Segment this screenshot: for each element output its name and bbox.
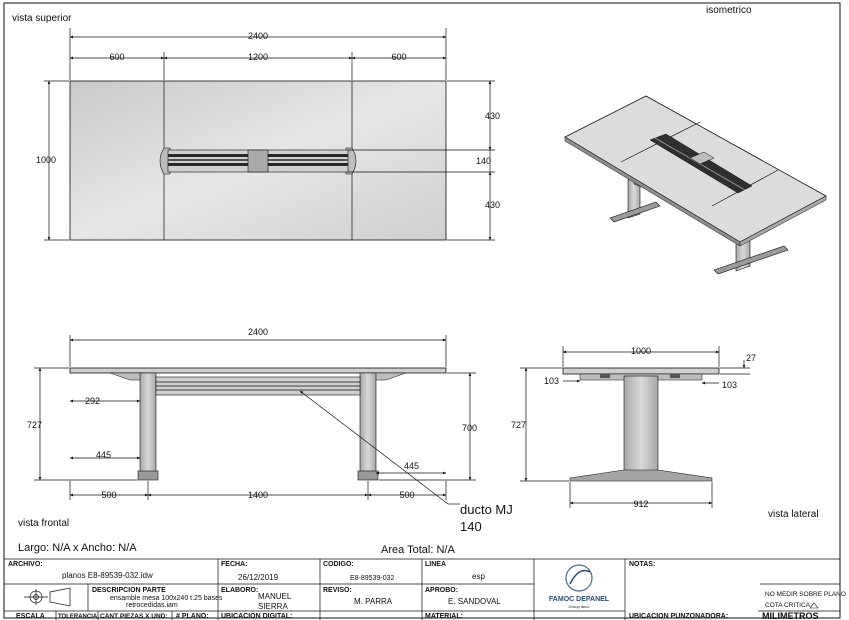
tb-ubic-digital-label: UBICACION DIGITAL:: [221, 613, 292, 620]
side-dim-height: 727: [511, 420, 526, 430]
tb-reviso-label: REVISO:: [323, 587, 352, 594]
duct-callout-line1: ducto MJ: [460, 502, 513, 517]
top-dim-left: 600: [109, 52, 124, 62]
top-dim-center: 1200: [248, 52, 268, 62]
projection-symbol-icon: [24, 587, 71, 607]
tb-escala-label: ESCALA: [16, 613, 45, 620]
logo-sub: Group deco: [569, 604, 591, 609]
tb-elaboro-line2: SIERRA: [258, 602, 288, 611]
side-view-tabletop: [562, 367, 720, 375]
side-dim-width: 1000: [631, 346, 651, 356]
size-info: Largo: N/A x Ancho: N/A: [18, 542, 137, 554]
tb-linea-label: LINEA: [425, 561, 446, 568]
tb-material-label: MATERIAL:: [425, 613, 463, 620]
tb-aprobo-label: APROBO:: [425, 587, 458, 594]
tb-cota-critica: COTA CRITICA: [765, 602, 811, 609]
tb-fecha: 26/12/2019: [238, 573, 279, 582]
tb-archivo-label: ARCHIVO:: [8, 561, 43, 568]
tb-aprobo: E. SANDOVAL: [448, 597, 501, 606]
front-dim-height: 727: [27, 420, 42, 430]
duct-callout-line2: 140: [460, 519, 482, 534]
tb-elaboro-line1: MANUEL: [258, 592, 292, 601]
area-info: Area Total: N/A: [381, 544, 455, 556]
view-label-side: vista lateral: [768, 509, 819, 520]
isometric-view: [564, 95, 827, 275]
top-dim-total: 2400: [248, 31, 268, 41]
tb-tolerancia-label: TOLERANCIA: [58, 614, 98, 620]
tb-plano-label: # PLANO:: [176, 613, 209, 620]
front-dim-total: 2400: [248, 327, 268, 337]
title-block: ARCHIVO: planos E8-89539-032.idw FECHA: …: [4, 558, 846, 620]
logo-text: FAMOC DEPANEL: [549, 596, 610, 603]
front-dim-445-left: 445: [96, 450, 111, 460]
tb-codigo-label: CODIGO:: [323, 561, 354, 568]
front-dim-292: 292: [85, 396, 100, 406]
view-label-top: vista superior: [12, 13, 72, 24]
front-view: 2400 292 727 445 445 700 500 1400 500 du…: [27, 327, 513, 534]
top-dim-right: 600: [391, 52, 406, 62]
famoc-logo-icon: FAMOC DEPANEL Group deco: [549, 564, 610, 609]
side-dim-base: 912: [633, 499, 648, 509]
front-dim-700: 700: [462, 423, 477, 433]
top-dim-height: 1000: [36, 155, 56, 165]
top-view: 2400 600 1200 600 1000 430 140 430: [36, 28, 500, 241]
tb-cant-label: CANT PIEZAS X UND:: [100, 613, 168, 620]
tb-notas-label: NOTAS:: [629, 561, 655, 568]
view-label-iso: isometrico: [706, 5, 752, 16]
tb-desc-label: DESCRIPCION PARTE: [92, 587, 166, 594]
top-view-tabletop: [69, 80, 447, 241]
front-dim-500-right: 500: [399, 490, 414, 500]
top-dim-lower: 430: [485, 200, 500, 210]
tb-desc-line2: retrocedidas.iam: [126, 602, 178, 609]
tb-fecha-label: FECHA:: [221, 561, 247, 568]
side-view-column: [623, 375, 659, 477]
front-view-leg-left: [139, 372, 157, 480]
top-dim-upper: 430: [485, 111, 500, 121]
front-view-leg-right: [359, 372, 377, 480]
side-dim-left: 103: [544, 376, 559, 386]
front-dim-1400: 1400: [248, 490, 268, 500]
top-dim-duct: 140: [476, 156, 491, 166]
front-dim-500-left: 500: [101, 490, 116, 500]
tb-archivo: planos E8-89539-032.idw: [62, 571, 153, 580]
side-dim-thickness: 27: [746, 353, 756, 363]
tb-codigo: E8-89539-032: [350, 575, 394, 582]
front-view-tabletop: [69, 367, 447, 374]
tb-linea: esp: [472, 572, 485, 581]
top-view-cable-duct: [159, 147, 357, 175]
view-label-front: vista frontal: [18, 518, 69, 529]
cota-critica-icon: [809, 602, 819, 609]
tb-ubic-punz-label: UBICACION PUNZONADORA:: [629, 613, 728, 620]
tb-unidades: MILIMETROS: [762, 611, 819, 620]
tb-reviso: M. PARRA: [354, 597, 393, 606]
front-dim-445-right: 445: [404, 461, 419, 471]
tb-elaboro-label: ELABORO:: [221, 587, 258, 594]
side-dim-right: 103: [722, 380, 737, 390]
tb-no-medir: NO MEDIR SOBRE PLANO: [765, 591, 846, 598]
side-view: 1000 27 103 103 727 912: [511, 346, 756, 509]
tb-desc-line1: ensamble mesa 100x240 t.25 bases: [110, 595, 223, 602]
